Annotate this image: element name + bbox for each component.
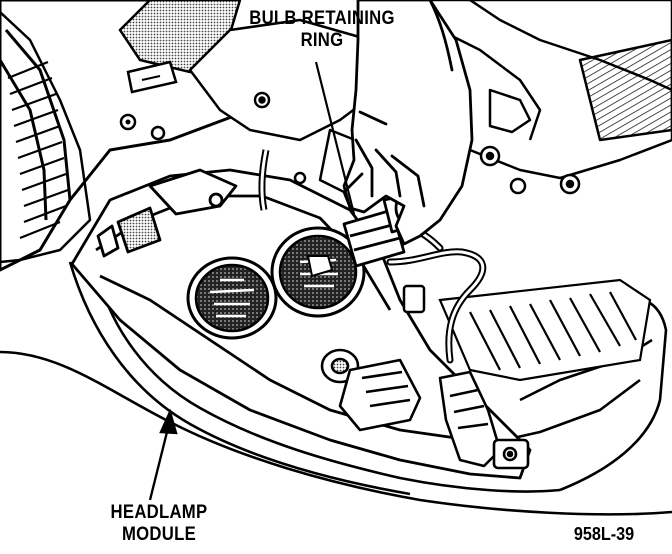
ring-leader-line	[314, 61, 356, 215]
marker-socket	[320, 348, 530, 470]
fender-slats	[7, 60, 69, 240]
high-beam-lamp	[270, 226, 366, 318]
headlamp-module-label-line2: MODULE	[121, 524, 197, 545]
bulb-retaining-ring-label-line1: BULB RETAINING	[249, 8, 395, 29]
module-leader-arrow	[148, 408, 178, 501]
technician-hand	[342, 0, 474, 246]
bulb-retaining-ring-label-line2: RING	[300, 30, 344, 51]
figure-number: 958L-39	[573, 524, 635, 544]
headlamp-module-label-line1: HEADLAMP	[110, 502, 208, 523]
side-louver	[438, 278, 652, 382]
low-beam-lamp	[186, 256, 278, 340]
front-fascia	[0, 261, 672, 554]
wiring-connector	[258, 149, 426, 314]
headlamp-module-label: HEADLAMP MODULE	[93, 502, 225, 546]
bulb-retaining-ring-label: BULB RETAINING RING	[234, 8, 410, 52]
